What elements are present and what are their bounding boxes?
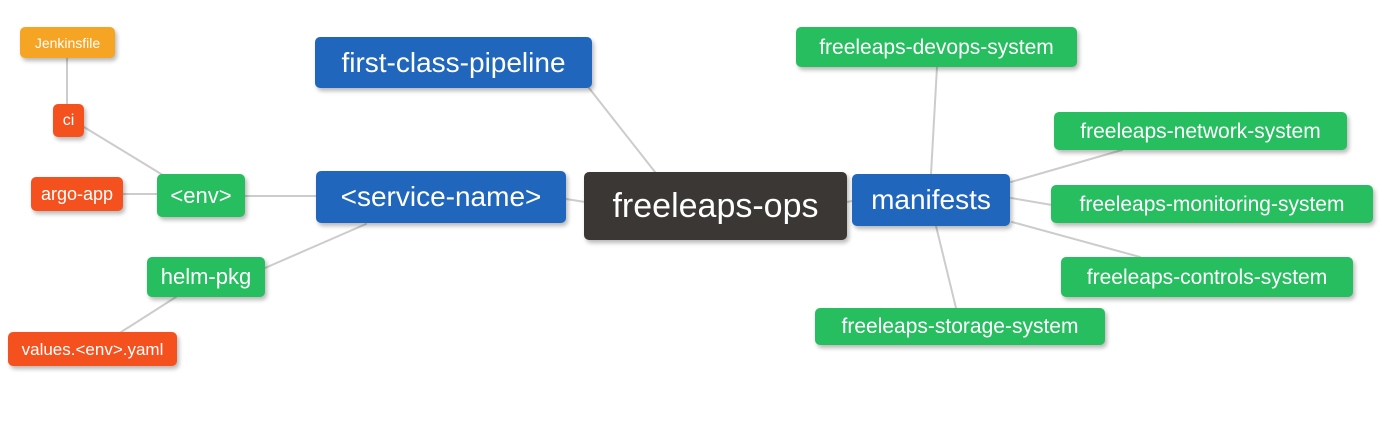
edge-manifests-to-freeleaps-storage-system [935,225,957,309]
node-service-name[interactable]: <service-name> [316,171,566,223]
edge-manifests-to-freeleaps-controls-system [1011,221,1141,258]
edge-manifests-to-freeleaps-devops-system [930,66,938,175]
edge-service-name-to-freeleaps-ops [565,198,586,203]
edge-ci-to-env [83,126,167,178]
edge-manifests-to-freeleaps-monitoring-system [1010,197,1053,206]
edge-helm-pkg-to-service-name [264,223,367,269]
node-freeleaps-storage-system[interactable]: freeleaps-storage-system [815,308,1105,345]
node-ci[interactable]: ci [53,104,84,137]
node-manifests[interactable]: manifests [852,174,1010,226]
node-freeleaps-devops-system[interactable]: freeleaps-devops-system [796,27,1077,67]
node-argo-app[interactable]: argo-app [31,177,123,211]
node-freeleaps-controls-system[interactable]: freeleaps-controls-system [1061,257,1353,297]
node-freeleaps-ops[interactable]: freeleaps-ops [584,172,847,240]
node-first-class-pipeline[interactable]: first-class-pipeline [315,37,592,88]
node-helm-pkg[interactable]: helm-pkg [147,257,265,297]
node-env[interactable]: <env> [157,174,245,217]
edge-first-class-pipeline-to-freeleaps-ops [588,87,656,173]
node-jenkinsfile[interactable]: Jenkinsfile [20,27,115,58]
node-freeleaps-monitoring-system[interactable]: freeleaps-monitoring-system [1051,185,1373,223]
edge-manifests-to-freeleaps-network-system [1010,149,1123,183]
edge-freeleaps-ops-to-manifests [846,200,853,203]
node-values-env-yaml[interactable]: values.<env>.yaml [8,332,177,366]
edge-values-env-yaml-to-helm-pkg [117,296,177,335]
node-freeleaps-network-system[interactable]: freeleaps-network-system [1054,112,1347,150]
